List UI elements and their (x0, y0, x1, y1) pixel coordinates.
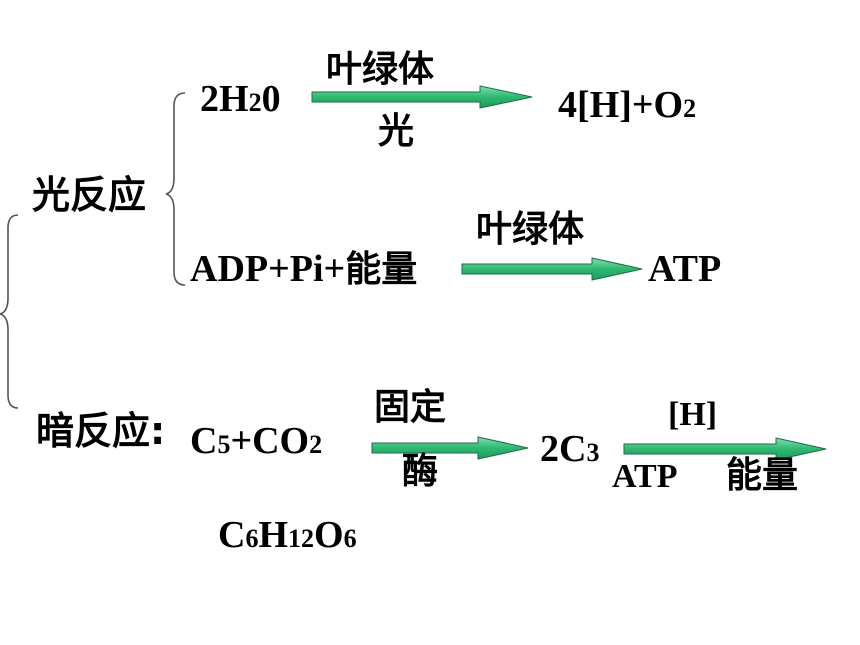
arrow2-top-label: 叶绿体 (476, 209, 585, 250)
arrow3-top-label: 固定 (374, 387, 447, 428)
atp-product: ATP (648, 248, 722, 290)
dark-reaction-label: 暗反应: (36, 409, 166, 453)
arrow-water-splitting (311, 85, 533, 109)
arrow4-bottom-left-label: ATP (612, 458, 678, 495)
c3-product: 2C3 (540, 428, 600, 470)
arrow-c3-reduction (623, 437, 827, 461)
water-products: 4[H]+O2 (558, 84, 697, 126)
arrow4-top-label: [H] (668, 396, 718, 433)
water-reactant: 2H20 (200, 78, 281, 120)
glucose-product: C6H12O6 (218, 514, 357, 556)
light-reaction-label: 光反应 (32, 173, 147, 217)
arrow-atp-synthesis (461, 257, 643, 281)
arrow1-bottom-label: 光 (378, 111, 415, 152)
arrow3-bottom-label: 酶 (402, 451, 439, 492)
outer-brace (0, 214, 19, 409)
arrow4-bottom-right-label: 能量 (726, 455, 799, 496)
light-reaction-brace (165, 92, 186, 286)
arrow-carbon-fixation (371, 436, 529, 460)
arrow1-top-label: 叶绿体 (326, 49, 435, 90)
fixation-reactants: C5+CO2 (190, 420, 323, 462)
atp-reactants: ADP+Pi+能量 (190, 248, 418, 290)
